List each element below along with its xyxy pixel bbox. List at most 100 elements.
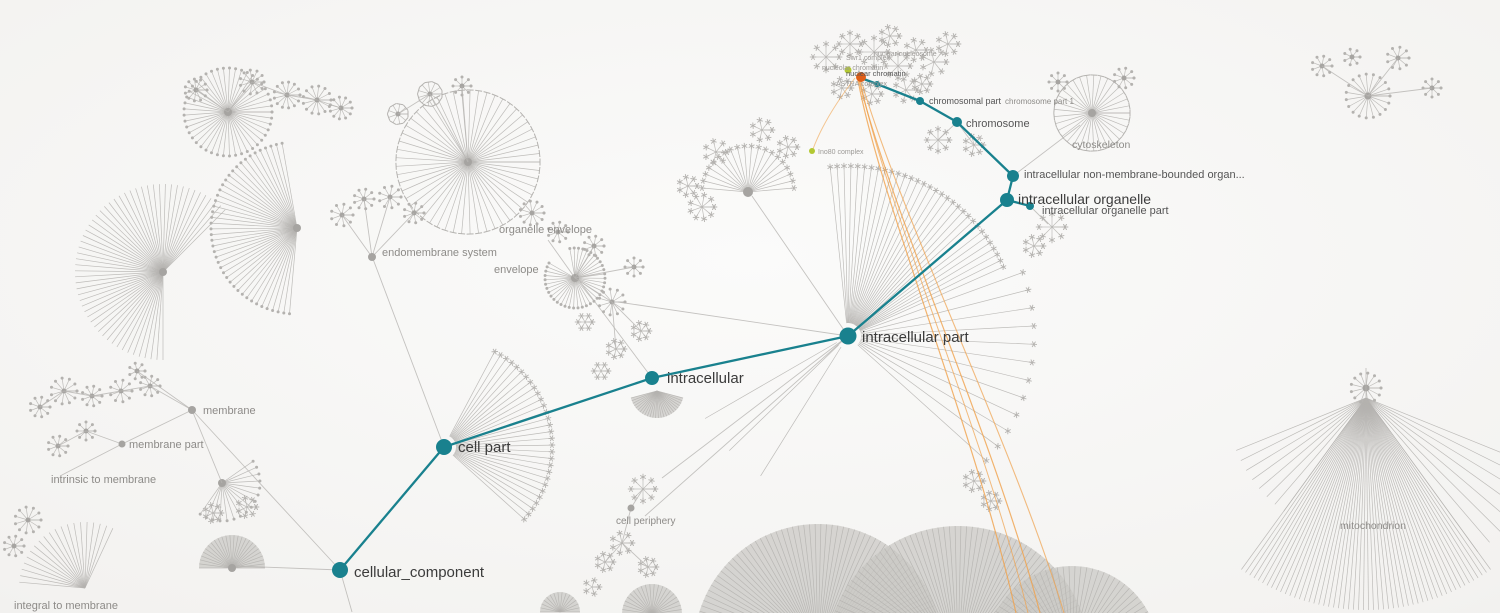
label-chromosomal-part[interactable]: chromosomal part	[929, 96, 1002, 106]
fan-cluster	[1386, 45, 1411, 71]
label-swr1-complex[interactable]: Swr1 complex	[846, 55, 890, 62]
label-cellular-component[interactable]: cellular_component	[354, 564, 485, 581]
fan-cluster	[903, 37, 930, 63]
fan-cluster	[703, 138, 731, 166]
label-intracellular-part[interactable]: intracellular part	[862, 329, 970, 346]
label-intracellular-non-membrane-bounded-organ[interactable]: intracellular non-membrane-bounded organ…	[1024, 169, 1245, 181]
label-chromosome[interactable]: chromosome	[966, 118, 1030, 130]
node-membrane[interactable]	[188, 406, 196, 414]
fan-cluster	[449, 348, 556, 523]
fan-cluster	[962, 133, 987, 157]
node-intracellular-part[interactable]	[839, 327, 857, 345]
label-nuclear-chromatin[interactable]: nuclear chromatin	[846, 69, 906, 78]
label-nuclear-nucleosome[interactable]: nuclear nucleosome	[874, 51, 937, 58]
label-cytoskeleton[interactable]: cytoskeleton	[1072, 139, 1131, 151]
node-cell-periphery[interactable]	[627, 504, 635, 512]
fan-cluster	[609, 530, 636, 556]
node-nucleosome-highlight[interactable]	[856, 72, 866, 82]
fan-cluster	[1241, 397, 1491, 611]
fan-cluster	[209, 141, 301, 316]
label-mitochondrion[interactable]: mitochondrion	[1340, 520, 1406, 532]
fan-cluster	[540, 592, 580, 613]
node-cell-part[interactable]	[436, 439, 452, 455]
fan-cluster	[202, 502, 225, 524]
fan-cluster	[328, 95, 354, 121]
label-membrane-part[interactable]: membrane part	[129, 439, 204, 451]
label-envelope[interactable]: envelope	[494, 264, 539, 276]
node-cellular-component[interactable]	[332, 562, 348, 578]
fan-cluster	[962, 469, 987, 493]
label-ino80-complex[interactable]: Ino80 complex	[818, 149, 864, 156]
label-endomembrane-system[interactable]: endomembrane system	[382, 247, 497, 259]
fan-cluster	[199, 535, 265, 572]
fan-cluster	[417, 81, 443, 107]
fan-cluster	[378, 184, 403, 210]
fan-cluster	[698, 142, 798, 197]
fan-cluster	[776, 135, 801, 159]
label-membrane[interactable]: membrane	[203, 405, 256, 417]
fan-cluster	[183, 77, 209, 103]
label-astra-complex[interactable]: ASTRA complex	[836, 81, 887, 88]
fan-cluster	[1365, 397, 1500, 552]
label-nucleolar-chromatin[interactable]: nucleolar chromatin	[822, 65, 883, 72]
fan-cluster	[980, 490, 1003, 512]
graph-edges	[39, 57, 1433, 613]
node-endomembrane-system[interactable]	[368, 253, 376, 261]
label-cell-periphery[interactable]: cell periphery	[616, 516, 675, 527]
orange-highlight-edges	[812, 77, 1065, 613]
node-intracellular[interactable]	[645, 371, 659, 385]
node-chromosome[interactable]	[952, 117, 962, 127]
fan-cluster	[3, 534, 26, 558]
label-integral-to-membrane[interactable]: integral to membrane	[14, 600, 118, 612]
node-membrane-part[interactable]	[118, 440, 126, 448]
fan-cluster	[1022, 234, 1047, 258]
fan-cluster	[627, 473, 659, 505]
fan-cluster	[590, 361, 612, 381]
fan-cluster	[920, 47, 950, 77]
fan-cluster	[594, 551, 617, 573]
label-intrinsic-to-membrane[interactable]: intrinsic to membrane	[51, 474, 156, 486]
node-non-membrane-bounded-organelle[interactable]	[1007, 170, 1019, 182]
fan-cluster	[74, 183, 226, 360]
fan-cluster	[830, 76, 855, 100]
fan-cluster	[1236, 397, 1367, 512]
fan-cluster	[19, 521, 114, 589]
fan-cluster	[109, 378, 134, 404]
fan-cluster	[749, 117, 776, 143]
fan-cluster	[882, 50, 914, 82]
fan-cluster	[1035, 210, 1069, 244]
fan-cluster	[451, 75, 473, 97]
label-organelle-envelope[interactable]: organelle envelope	[499, 224, 592, 236]
node-intracellular-organelle[interactable]	[1000, 193, 1014, 207]
node-chromatin[interactable]	[874, 81, 880, 87]
label-intracellular[interactable]: intracellular	[667, 370, 744, 387]
fan-cluster	[182, 66, 274, 158]
node-chromosomal-part[interactable]	[916, 97, 924, 105]
fan-cluster	[605, 338, 628, 360]
label-chromosome-part-1[interactable]: chromosome part 1	[1005, 97, 1074, 106]
label-intracellular-organelle[interactable]: intracellular organelle	[1018, 191, 1151, 207]
fan-cluster	[622, 584, 682, 613]
fan-cluster	[878, 24, 903, 48]
fan-cluster	[598, 287, 627, 317]
node-intracellular-organelle-part[interactable]	[1026, 202, 1034, 210]
fan-cluster	[128, 361, 147, 381]
fan-cluster	[1113, 66, 1136, 90]
fan-cluster	[47, 434, 70, 458]
graph-nodes	[118, 66, 1034, 578]
fan-clusters	[3, 24, 1500, 613]
node-complex-highlight[interactable]	[844, 66, 852, 74]
node-ino80-complex[interactable]	[809, 148, 815, 154]
fan-cluster	[935, 31, 962, 57]
fan-cluster	[857, 269, 1038, 464]
fan-cluster	[1343, 47, 1362, 67]
fan-cluster	[637, 556, 660, 578]
fan-cluster	[301, 84, 333, 116]
fan-cluster	[687, 191, 718, 223]
label-intracellular-organelle-part[interactable]: intracellular organelle part	[1042, 205, 1169, 217]
label-cell-part[interactable]: cell part	[458, 439, 511, 456]
fan-cluster	[547, 220, 570, 244]
highlighted-path	[338, 76, 1032, 572]
